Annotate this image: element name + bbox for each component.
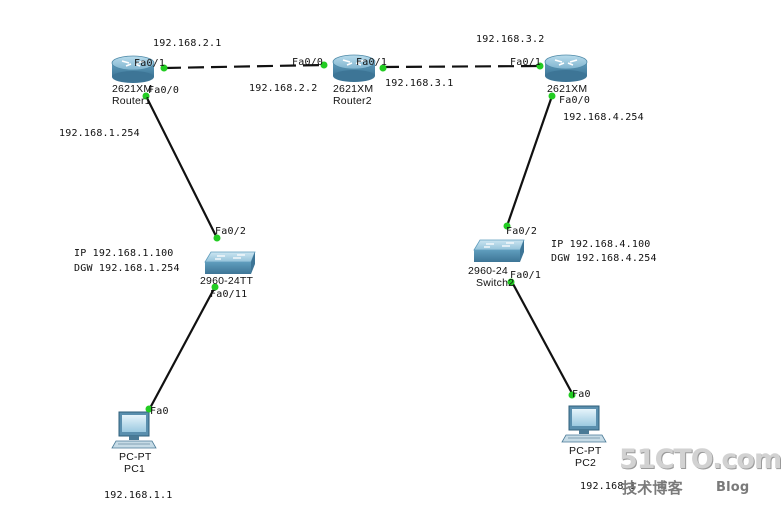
link-light: [568, 391, 576, 399]
switch1-model: 2960-24TT: [200, 275, 254, 287]
port-router3-fa00: Fa0/0: [559, 95, 591, 106]
port-router1-fa01: Fa0/1: [134, 58, 166, 69]
pc2-model: PC-PT: [569, 445, 602, 457]
cable-router3-switch2[interactable]: [505, 95, 554, 227]
switch1-icon[interactable]: [204, 251, 256, 274]
cable-router1-router2[interactable]: [164, 63, 325, 70]
cable-switch2-pc2[interactable]: [511, 281, 574, 396]
link-light: [548, 92, 556, 100]
port-pc2-fa0: Fa0: [572, 389, 591, 400]
router2-icon[interactable]: [332, 54, 376, 82]
port-router1-fa00: Fa0/0: [148, 85, 180, 96]
watermark-blog: Blog: [716, 480, 750, 495]
router1-name: Router1: [112, 95, 151, 107]
cables: [145, 63, 574, 411]
addr-router3-fa01: 192.168.3.2: [476, 34, 545, 45]
addr-router2-fa01: 192.168.3.1: [385, 78, 454, 89]
pc2-gateway-config: DGW 192.168.4.254: [551, 253, 657, 264]
cable-router1-switch1[interactable]: [145, 95, 218, 239]
link-light: [507, 278, 515, 286]
router1-model: 2621XM: [112, 83, 153, 95]
port-router3-fa01: Fa0/1: [510, 57, 542, 68]
port-switch2-fa01: Fa0/1: [510, 270, 542, 281]
port-router2-fa01: Fa0/1: [356, 57, 388, 68]
router3-icon[interactable]: [544, 54, 588, 82]
link-light: [536, 62, 544, 70]
link-light: [320, 61, 328, 69]
watermark-logo: 51CTO.com: [619, 444, 781, 475]
pc2-name: PC2: [575, 457, 597, 469]
link-light: [379, 64, 387, 72]
addr-router1-fa01: 192.168.2.1: [153, 38, 222, 49]
pc2-icon[interactable]: [561, 405, 607, 443]
topology-diagram: [111, 54, 607, 449]
pc2-ip-config: IP 192.168.4.100: [551, 239, 651, 250]
port-router2-fa00: Fa0/0: [292, 57, 324, 68]
addr-router1-fa00: 192.168.1.254: [59, 128, 140, 139]
link-status-lights: [142, 61, 576, 413]
switch2-model: 2960-24: [468, 265, 508, 277]
link-light: [160, 64, 168, 72]
router2-model: 2621XM: [333, 83, 374, 95]
link-light: [145, 405, 153, 413]
port-switch2-fa02: Fa0/2: [506, 226, 538, 237]
watermark-subtitle: 技术博客: [622, 479, 683, 497]
port-switch1-fa02: Fa0/2: [215, 226, 247, 237]
pc1-ip-address: 192.168.1.1: [104, 490, 173, 501]
port-switch1-fa011: Fa0/11: [210, 289, 248, 300]
cable-router2-router3[interactable]: [382, 64, 541, 69]
link-light: [213, 234, 221, 242]
addr-router2-fa00: 192.168.2.2: [249, 83, 318, 94]
router1-icon[interactable]: [111, 55, 155, 83]
pc1-name: PC1: [124, 463, 146, 475]
addr-router3-fa00: 192.168.4.254: [563, 112, 644, 123]
pc2-ip-address: 192.168.1: [580, 481, 636, 492]
link-light: [503, 222, 511, 230]
pc1-ip-config: IP 192.168.1.100: [74, 248, 174, 259]
pc1-gateway-config: DGW 192.168.1.254: [74, 263, 180, 274]
port-pc1-fa0: Fa0: [150, 406, 169, 417]
link-light: [142, 92, 150, 100]
pc1-icon[interactable]: [111, 411, 157, 449]
router3-model: 2621XM: [547, 83, 588, 95]
cable-switch1-pc1[interactable]: [148, 286, 216, 411]
router2-name: Router2: [333, 95, 372, 107]
pc1-model: PC-PT: [119, 451, 152, 463]
link-light: [211, 283, 219, 291]
switch2-icon[interactable]: [473, 239, 525, 262]
network-topology-canvas: 192.168.2.1 192.168.2.2 192.168.3.1 192.…: [59, 34, 781, 501]
switch2-name: Switch2: [476, 277, 515, 289]
